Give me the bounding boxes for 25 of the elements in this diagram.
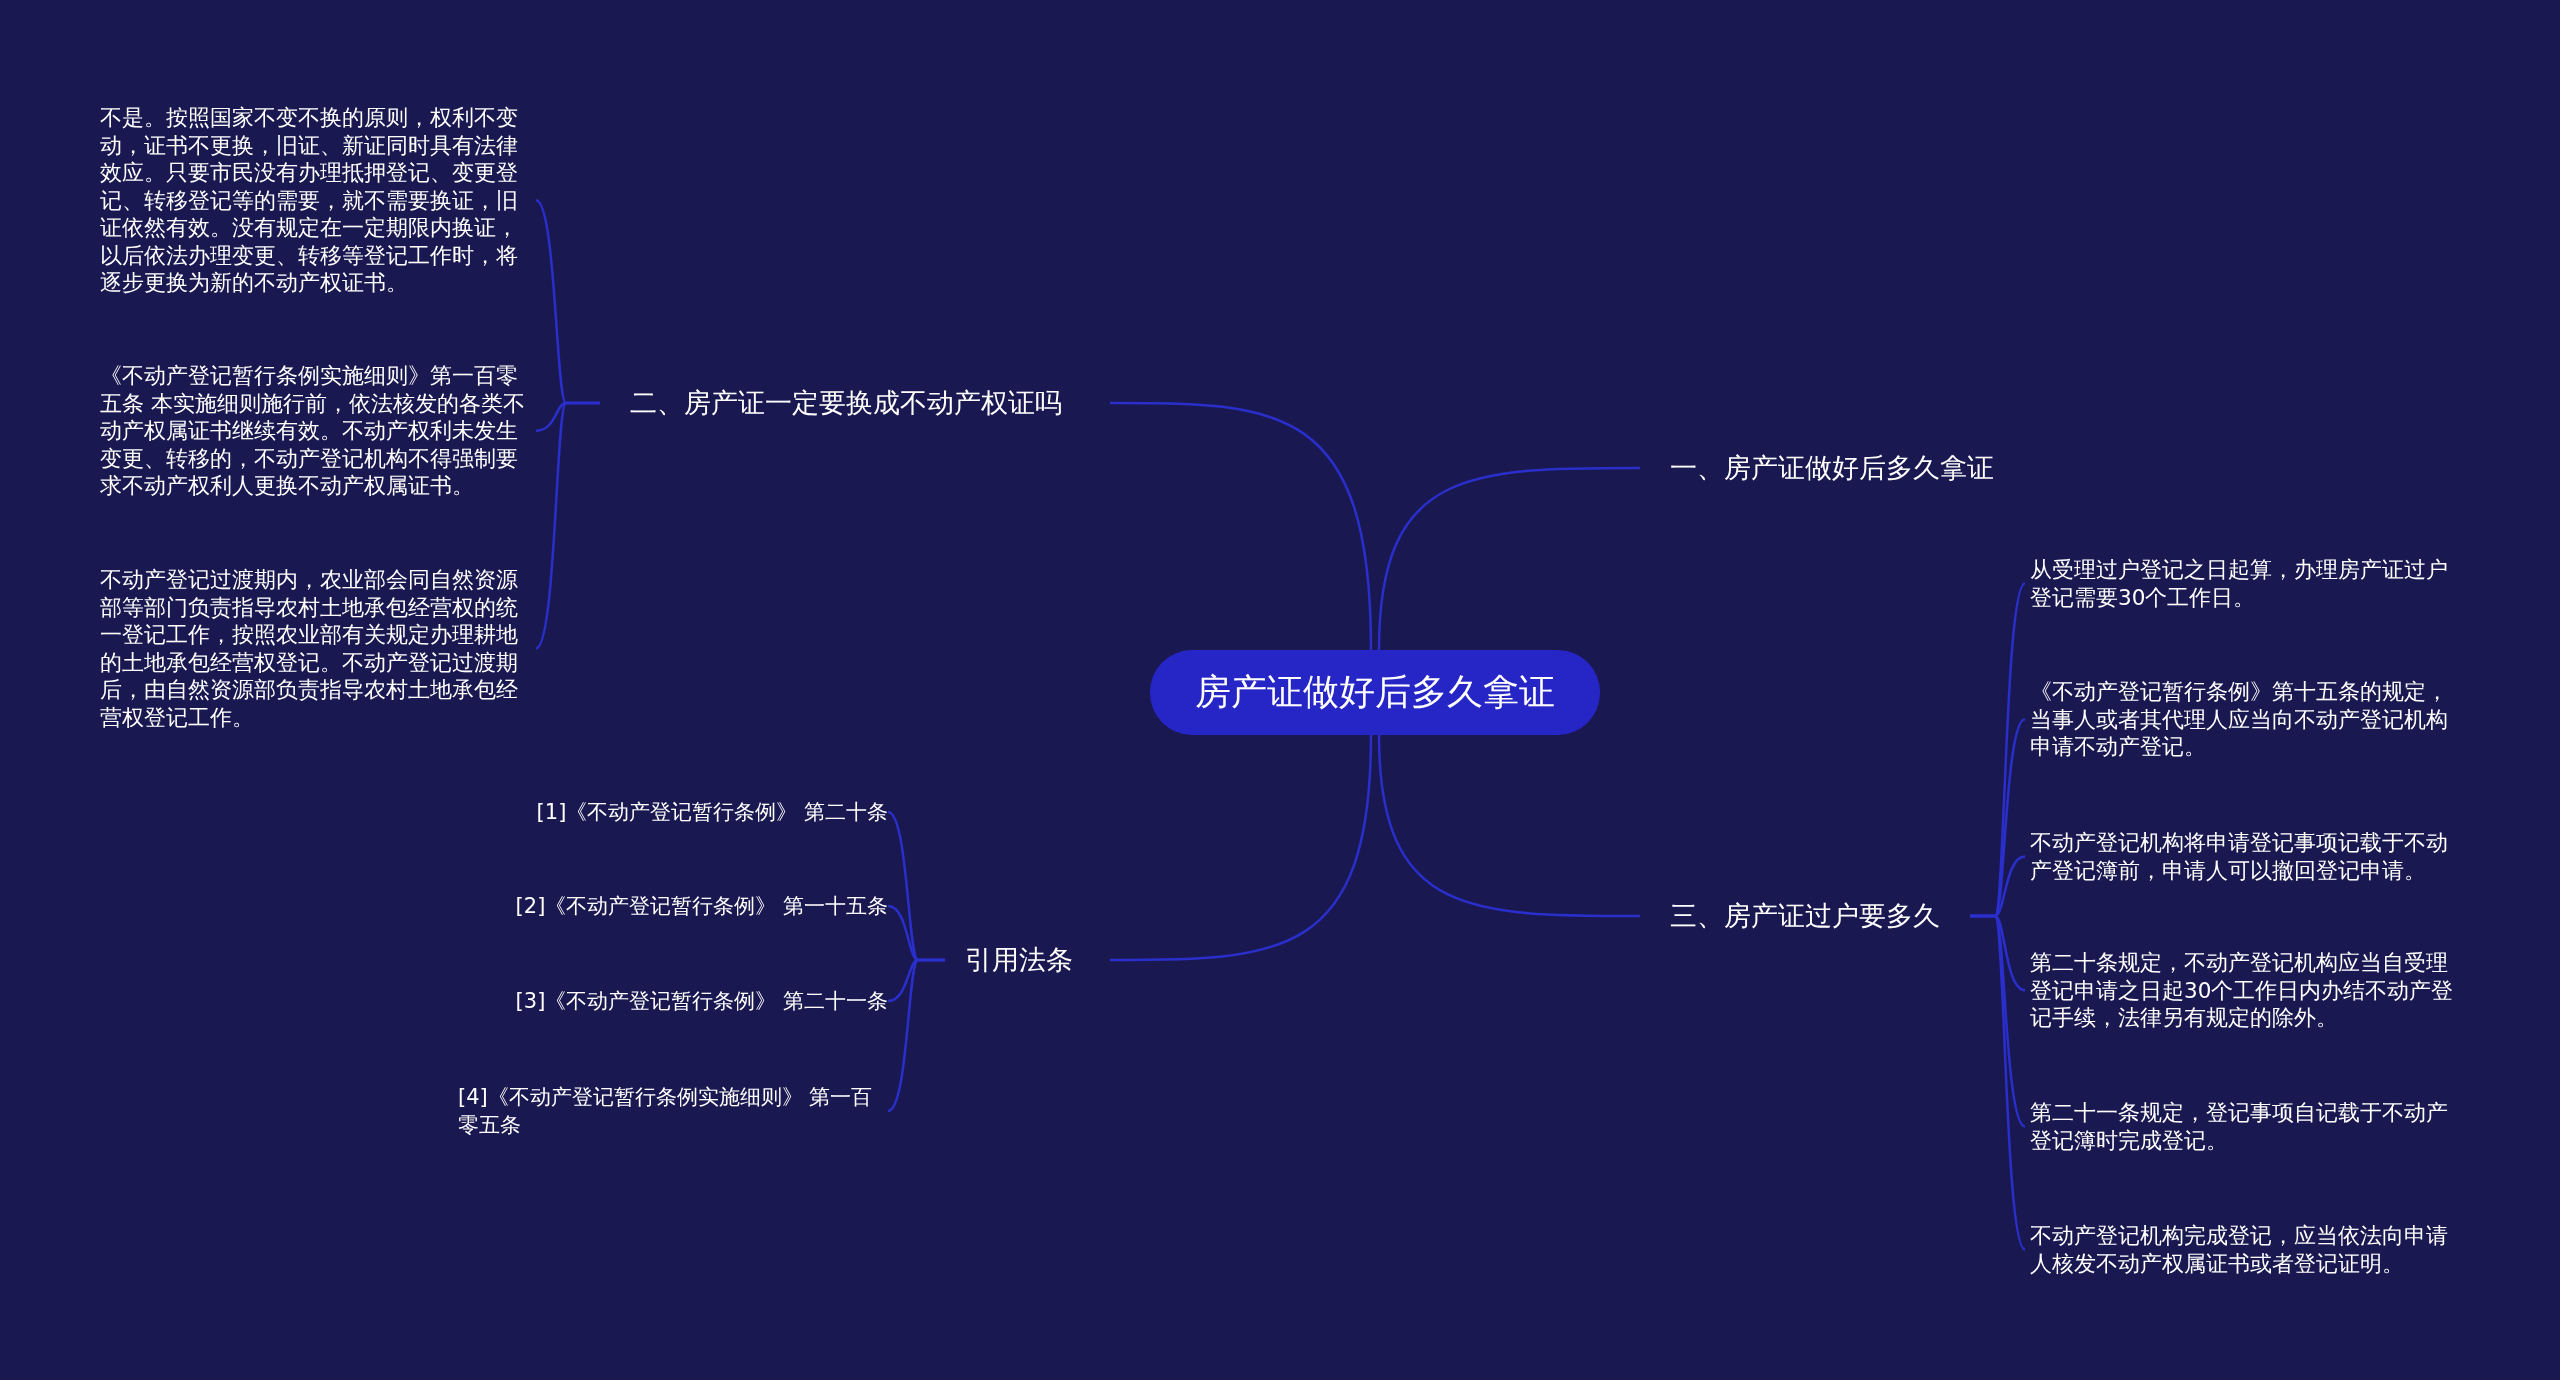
topic-label: 引用法条 (945, 942, 1110, 978)
citation-text: [1]《不动产登记暂行条例》 第二十条 (536, 798, 888, 826)
note-text: 从受理过户登记之日起算，办理房产证过户登记需要30个工作日。 (2025, 556, 2465, 611)
connector-line (887, 958, 945, 1113)
topic-label: 三、房产证过户要多久 (1640, 898, 1970, 934)
citation-text: [4]《不动产登记暂行条例实施细则》 第一百零五条 (458, 1083, 888, 1139)
note-text: 不动产登记机构完成登记，应当依法向申请人核发不动产权属证书或者登记证明。 (2025, 1222, 2465, 1277)
topic-label: 一、房产证做好后多久拿证 (1640, 450, 2030, 486)
connector-line (1377, 466, 1640, 651)
connector-line (535, 401, 600, 650)
connector-line (1110, 401, 1373, 651)
connector-line (1970, 914, 2027, 1251)
connector-line (1110, 734, 1373, 962)
citation-text: [3]《不动产登记暂行条例》 第二十一条 (515, 987, 888, 1015)
note-text: 《不动产登记暂行条例实施细则》第一百零五条 本实施细则施行前，依法核发的各类不动产权属证书继续有效。不动产权利未发生变更、转移的，不动产登记机构不得强制要求不动产权利人更换不动产权属证书。 (100, 362, 536, 500)
note-text: 《不动产登记暂行条例》第十五条的规定，当事人或者其代理人应当向不动产登记机构申请不动产登记。 (2025, 678, 2465, 761)
note-text: 不动产登记机构将申请登记事项记载于不动产登记簿前，申请人可以撤回登记申请。 (2025, 829, 2465, 884)
connector-line (1377, 734, 1640, 918)
note-text: 不动产登记过渡期内，农业部会同自然资源部等部门负责指导农村土地承包经营权的统一登记工作，按照农业部有关规定办理耕地的土地承包经营权登记。不动产登记过渡期后，由自然资源部负责指导农村土地承包经营权登记工作。 (100, 566, 536, 731)
note-text: 不是。按照国家不变不换的原则，权利不变动，证书不更换，旧证、新证同时具有法律效应。只要市民没有办理抵押登记、变更登记、转移登记等的需要，就不需要换证，旧证依然有效。没有规定在一定期限内换证，以后依法办理变更、转移等登记工作时，将逐步更换为新的不动产权证书。 (100, 104, 536, 297)
citation-text: [2]《不动产登记暂行条例》 第一十五条 (515, 892, 888, 920)
topic-label: 二、房产证一定要换成不动产权证吗 (600, 385, 1110, 421)
note-text: 第二十条规定，不动产登记机构应当自受理登记申请之日起30个工作日内办结不动产登记手续，法律另有规定的除外。 (2025, 949, 2465, 1032)
central-topic: 房产证做好后多久拿证 (1150, 650, 1600, 735)
note-text: 第二十一条规定，登记事项自记载于不动产登记簿时完成登记。 (2025, 1099, 2465, 1154)
